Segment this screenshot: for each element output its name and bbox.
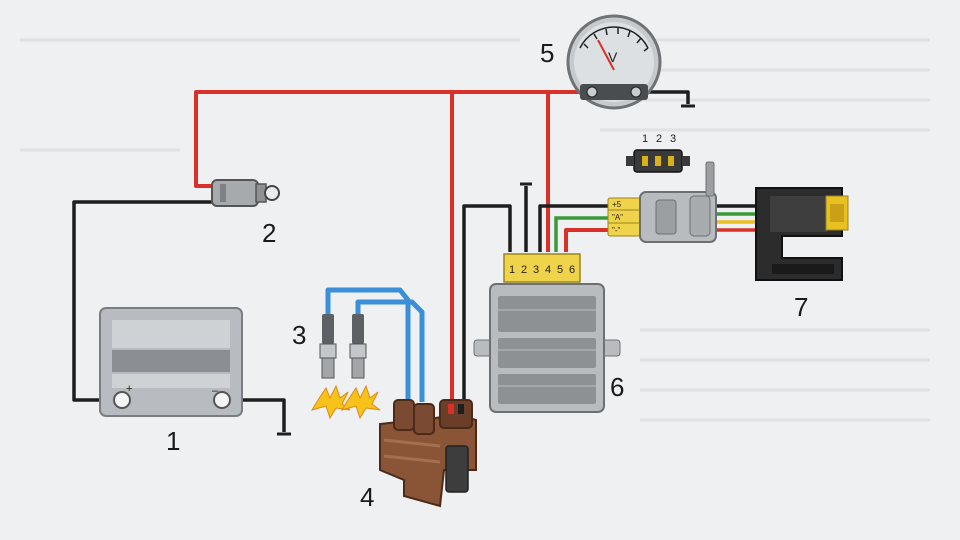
voltmeter: V <box>566 14 662 110</box>
cu-pin-5: 5 <box>557 264 563 276</box>
label-ignition-switch: 2 <box>262 218 276 248</box>
cu-pin-3: 3 <box>533 264 539 276</box>
spark-plugs <box>310 314 381 420</box>
voltmeter-needle <box>597 39 615 71</box>
battery-plus-label: + <box>126 383 132 395</box>
blue-wires <box>325 287 425 402</box>
control-unit: 1 2 3 4 5 6 <box>473 253 621 413</box>
label-control-unit: 6 <box>610 372 624 402</box>
connector-pin-1-label: 1 <box>642 133 648 145</box>
battery-positive-terminal <box>113 391 131 409</box>
cu-pin-4: 4 <box>545 264 551 276</box>
sensor <box>755 187 849 281</box>
label-battery: 1 <box>166 426 180 456</box>
cu-pin-2: 2 <box>521 264 527 276</box>
black-wires <box>72 90 770 432</box>
harness-tag-2: "A" <box>612 213 623 222</box>
spark-plug-2 <box>340 314 381 420</box>
harness-tag-3: "-" <box>612 226 621 235</box>
label-spark-plugs: 3 <box>292 320 306 350</box>
ground-symbols <box>277 104 695 436</box>
harness-plug: +5 "A" "-" <box>607 161 717 243</box>
harness-tag-1: +5 <box>612 200 622 209</box>
battery: + – <box>99 307 243 417</box>
battery-minus-label: – <box>212 385 219 397</box>
battery-negative-terminal <box>213 391 231 409</box>
label-ignition-coil: 4 <box>360 482 374 512</box>
connector-pin-3-label: 3 <box>670 133 676 145</box>
cu-pin-6: 6 <box>569 264 575 276</box>
three-pin-connector: 1 2 3 <box>626 133 690 173</box>
voltmeter-scale-ticks <box>583 28 649 52</box>
spark-plug-1 <box>310 314 351 420</box>
ignition-switch <box>211 179 280 207</box>
label-sensor: 7 <box>794 292 808 322</box>
key-icon <box>264 185 280 201</box>
voltmeter-unit: V <box>608 49 618 65</box>
component-numbers: 1 2 3 4 5 6 7 <box>166 38 808 512</box>
control-unit-pins: 1 2 3 4 5 6 <box>509 264 575 276</box>
cu-pin-1: 1 <box>509 264 515 276</box>
connector-pin-2-label: 2 <box>656 133 662 145</box>
ignition-coil <box>379 399 477 508</box>
label-voltmeter: 5 <box>540 38 554 68</box>
